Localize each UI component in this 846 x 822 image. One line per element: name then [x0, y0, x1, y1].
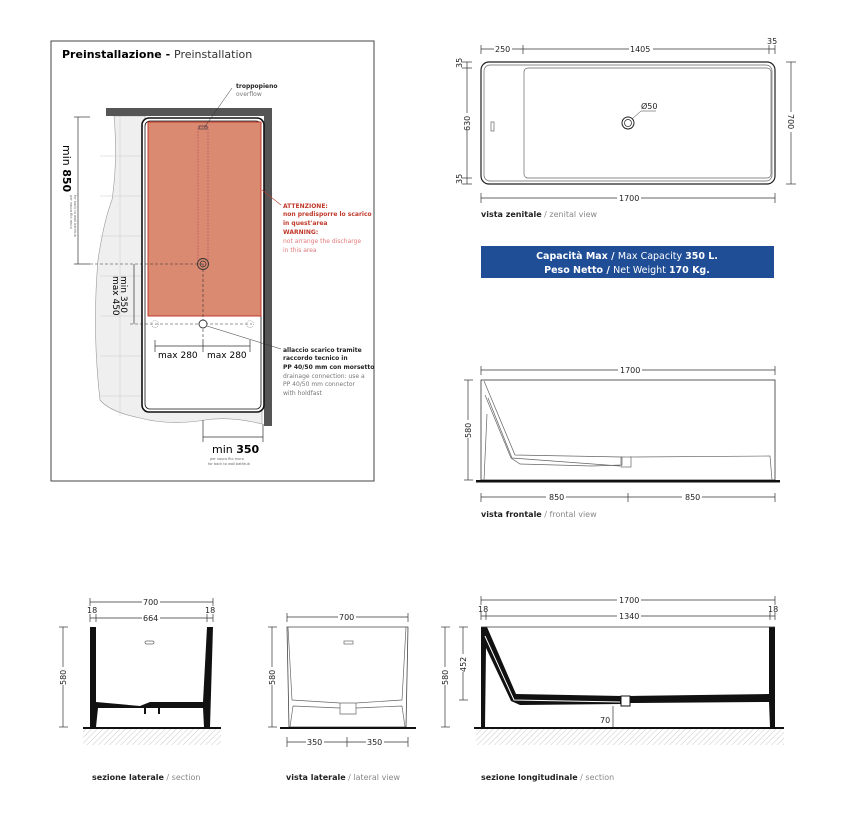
longitudinal-section-caption: sezione longitudinale / section: [481, 773, 614, 782]
drain-fitting: [620, 456, 632, 468]
max-280-left-dim: max 280: [158, 351, 198, 361]
svg-text:250: 250: [495, 45, 510, 54]
svg-text:for back to wall bathtub: for back to wall bathtub: [208, 462, 251, 466]
dim-lines-preinstall: [74, 116, 264, 442]
min-350-bottom-dim: min 350: [212, 443, 260, 456]
svg-text:18: 18: [205, 606, 215, 615]
ground-hatch: [476, 728, 784, 745]
longitudinal-section: 1700 18 18 1340 580 452 70 sezione longi…: [440, 595, 784, 782]
lateral-section-caption: sezione laterale / section: [92, 773, 200, 782]
capacity-banner: Capacità Max / Max Capacity 350 L. Peso …: [481, 246, 774, 278]
drain-icon: [621, 116, 635, 130]
max-280-right-dim: max 280: [207, 351, 247, 361]
overflow-label: troppopieno: [236, 83, 277, 90]
min-850-note-it: per vasca filo muro: [69, 195, 73, 229]
frontal-view: 1700 580 850 850 vista frontale / fronta…: [463, 365, 780, 519]
min-850-note-en: for back to wall bathtub: [73, 195, 77, 238]
overflow-icon: [198, 125, 208, 130]
svg-text:630: 630: [463, 116, 472, 131]
zenital-caption: vista zenitale / zenital view: [481, 210, 598, 219]
svg-text:raccordo tecnico in: raccordo tecnico in: [283, 355, 348, 362]
drain-callout: allaccio scarico tramite raccordo tecnic…: [283, 347, 374, 397]
svg-text:350: 350: [367, 738, 382, 747]
weight-line: Peso Netto / Net Weight 170 Kg.: [544, 265, 710, 276]
svg-text:allaccio scarico tramite: allaccio scarico tramite: [283, 347, 362, 354]
drain-diameter-label: Ø50: [641, 101, 657, 111]
svg-text:with holdfast: with holdfast: [283, 390, 323, 397]
floor-line: [83, 727, 221, 729]
drain-fitting: [620, 695, 631, 707]
warning-callout: ATTENZIONE: non predisporre lo scarico i…: [283, 203, 372, 254]
svg-text:1700: 1700: [619, 596, 639, 605]
tile-grid: [100, 116, 145, 416]
svg-text:in quest'area: in quest'area: [283, 220, 327, 227]
svg-text:452: 452: [459, 657, 468, 672]
lateral-view-caption: vista laterale / lateral view: [286, 773, 400, 782]
lateral-section: 700 18 18 664 580 sezione laterale / sec…: [58, 597, 221, 782]
min-350-dim: min 350: [118, 276, 128, 313]
ground-hatch: [83, 728, 221, 745]
tub-top-outline: [480, 61, 776, 185]
svg-text:850: 850: [685, 493, 700, 502]
side-wall: [264, 108, 272, 426]
svg-text:1405: 1405: [630, 45, 650, 54]
banner-background: [481, 246, 774, 278]
svg-text:664: 664: [143, 614, 158, 623]
svg-text:580: 580: [441, 670, 450, 685]
floor-line: [474, 727, 784, 729]
preinstallation-panel: Preinstallazione - Preinstallation: [50, 40, 375, 482]
back-wall: [106, 108, 272, 116]
no-drain-area: [147, 121, 262, 317]
floor-line: [476, 480, 780, 483]
overflow-icon: [490, 121, 495, 132]
overflow-icon: [144, 640, 155, 645]
svg-text:35: 35: [455, 174, 464, 184]
svg-text:18: 18: [768, 605, 778, 614]
svg-text:350: 350: [307, 738, 322, 747]
basin-outline: [523, 67, 772, 179]
svg-text:PP 40/50 mm con morsetto: PP 40/50 mm con morsetto: [283, 364, 374, 371]
svg-text:850: 850: [549, 493, 564, 502]
lateral-view: 700 580 350 350 vista laterale / lateral…: [267, 612, 416, 782]
svg-text:580: 580: [268, 670, 277, 685]
svg-text:580: 580: [59, 670, 68, 685]
svg-text:in this area: in this area: [283, 247, 317, 254]
min-850-dim: min 850: [60, 145, 73, 193]
svg-text:18: 18: [87, 606, 97, 615]
svg-text:WARNING:: WARNING:: [283, 229, 318, 236]
section-profile-left: [481, 627, 622, 727]
max-450-dim: max 450: [110, 276, 120, 316]
svg-text:18: 18: [478, 605, 488, 614]
svg-text:per vasca filo muro: per vasca filo muro: [210, 457, 244, 461]
zenital-view: Ø50 250 1405 35 700 35 630 35 1700 vista…: [455, 37, 796, 219]
svg-text:35: 35: [767, 37, 777, 46]
svg-text:overflow: overflow: [236, 91, 262, 98]
svg-text:35: 35: [455, 58, 464, 68]
svg-text:700: 700: [786, 114, 795, 129]
svg-text:1340: 1340: [619, 612, 639, 621]
overflow-icon: [343, 640, 354, 645]
svg-text:drainage connection: use a: drainage connection: use a: [283, 373, 365, 380]
svg-text:PP 40/50 mm connector: PP 40/50 mm connector: [283, 381, 356, 388]
section-profile: [90, 627, 213, 727]
svg-text:580: 580: [464, 423, 473, 438]
panel-title: Preinstallazione - Preinstallation: [62, 48, 252, 61]
svg-text:ATTENZIONE:: ATTENZIONE:: [283, 203, 328, 210]
tub-side-outline: [286, 626, 409, 728]
svg-text:700: 700: [339, 613, 354, 622]
svg-text:non predisporre lo scarico: non predisporre lo scarico: [283, 211, 372, 218]
frontal-caption: vista frontale / frontal view: [481, 510, 597, 519]
floor-line: [280, 727, 416, 729]
section-profile-right: [630, 627, 775, 727]
svg-text:70: 70: [600, 716, 610, 725]
svg-text:1700: 1700: [620, 366, 640, 375]
drain-connection-icon: [198, 319, 208, 329]
svg-text:700: 700: [143, 598, 158, 607]
capacity-line: Capacità Max / Max Capacity 350 L.: [536, 251, 718, 262]
svg-text:1700: 1700: [619, 194, 639, 203]
tub-front-outline: [480, 379, 776, 481]
svg-text:not arrange the discharge: not arrange the discharge: [283, 238, 361, 245]
